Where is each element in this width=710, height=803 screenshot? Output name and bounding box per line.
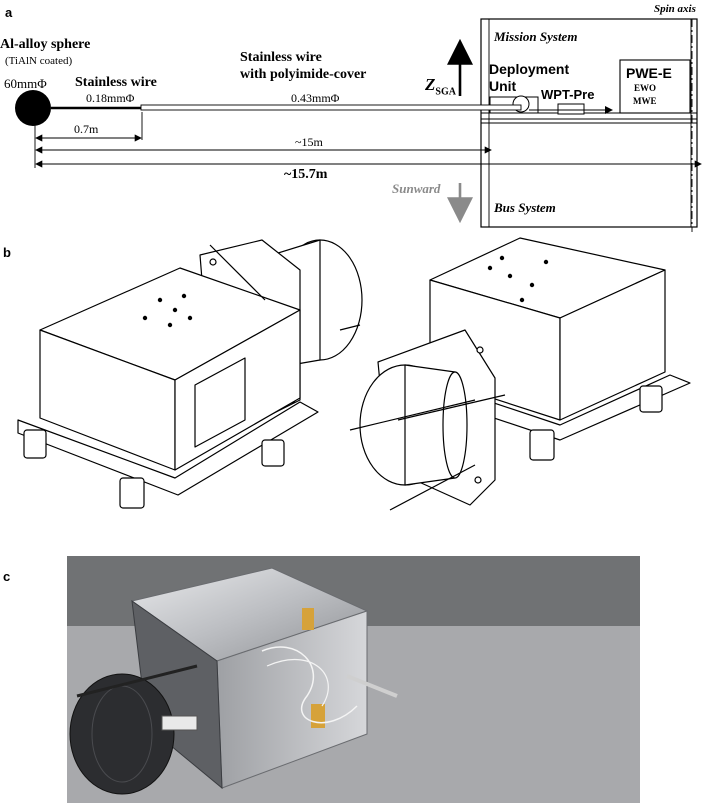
dim-15-label: ~15m [295, 135, 323, 149]
zsga-label: ZSGA [425, 76, 456, 97]
pwe-e-label: PWE-E [626, 65, 672, 81]
ewo-label: EWO [634, 83, 657, 93]
photo-drawing [67, 556, 640, 803]
panel-a-label: a [5, 5, 13, 20]
bus-system-label: Bus System [494, 200, 556, 215]
dim-07-label: 0.7m [74, 122, 99, 136]
wpt-pre-label: WPT-Pre [541, 87, 595, 102]
deployment-label-2: Unit [489, 78, 517, 94]
panel-a-drawing [15, 18, 702, 232]
panel-b-label: b [3, 245, 11, 260]
wire2-title-1: Stainless wire [240, 50, 322, 65]
dim-157-label: ~15.7m [284, 167, 328, 182]
sphere-coating: (TiAlN coated) [5, 55, 73, 67]
mission-system-label: Mission System [494, 29, 578, 44]
zsga-main: Z [425, 75, 436, 94]
sphere-title: Al-alloy sphere [0, 37, 91, 52]
al-alloy-sphere [15, 90, 51, 126]
sensor-unit-right [349, 237, 691, 511]
sensor-unit-left [17, 239, 363, 509]
mwe-label: MWE [633, 96, 657, 106]
wpt-pre-box [557, 103, 585, 115]
panel-c-label: c [3, 569, 11, 584]
deployment-label-1: Deployment [489, 61, 570, 77]
flight-model-photo [67, 556, 640, 803]
polyimide-wire [140, 104, 522, 111]
spin-axis-label: Spin axis [654, 3, 696, 15]
wire1-title: Stainless wire [75, 75, 157, 90]
sphere-size: 60mmΦ [4, 76, 47, 91]
pwe-e-box [619, 59, 691, 114]
sunward-label: Sunward [392, 181, 441, 196]
wire2-size: 0.43mmΦ [291, 91, 340, 105]
wire2-title-2: with polyimide-cover [240, 67, 367, 82]
zsga-sub: SGA [435, 86, 456, 98]
wire1-size: 0.18mmΦ [86, 91, 135, 105]
